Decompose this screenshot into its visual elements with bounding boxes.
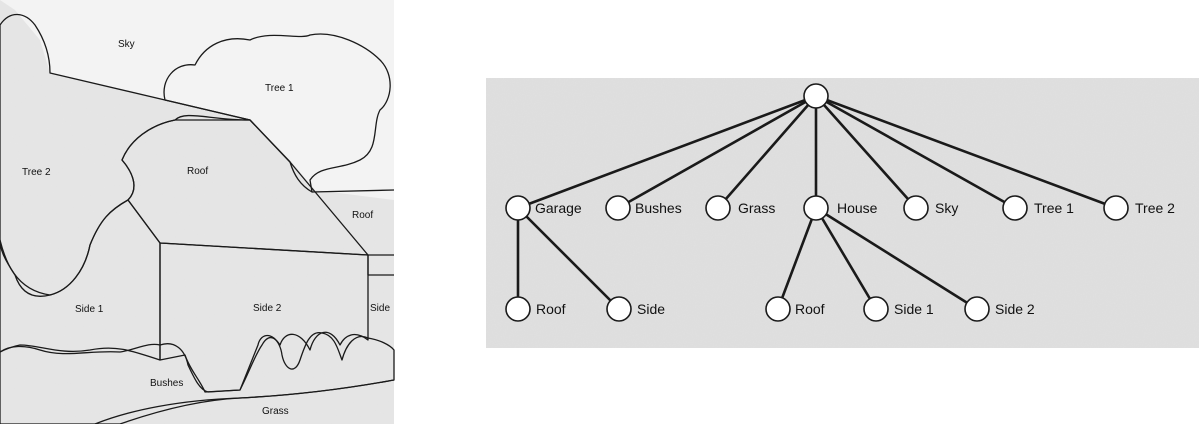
tree1-outline bbox=[163, 33, 391, 193]
sky-region bbox=[0, 0, 394, 200]
region-label-side-right: Side bbox=[370, 303, 390, 314]
tree-node-grass bbox=[705, 195, 731, 221]
roof-main-outline bbox=[121, 119, 369, 256]
edge-house-side1 bbox=[814, 206, 878, 311]
tree-label-house: House bbox=[837, 200, 878, 216]
tree-edges bbox=[516, 94, 1118, 311]
tree-panel: Garage Bushes Grass House Sky Tree 1 Tre… bbox=[486, 78, 1199, 348]
tree-node-house-roof bbox=[765, 296, 791, 322]
region-label-tree2: Tree 2 bbox=[22, 167, 51, 178]
tree-node-root bbox=[803, 83, 829, 109]
tree-node-house-side1 bbox=[863, 296, 889, 322]
region-label-roof-right: Roof bbox=[352, 210, 373, 221]
tree-label-bushes: Bushes bbox=[635, 200, 682, 216]
tree-label-house-side1: Side 1 bbox=[894, 301, 934, 317]
tree-node-tree2 bbox=[1103, 195, 1129, 221]
tree-label-garage: Garage bbox=[535, 200, 582, 216]
edge-house-roof bbox=[776, 206, 818, 311]
tree-paper-texture bbox=[486, 78, 1199, 348]
region-label-tree1: Tree 1 bbox=[265, 83, 294, 94]
tree-node-house-side2 bbox=[964, 296, 990, 322]
region-label-bushes: Bushes bbox=[150, 378, 183, 389]
region-label-side1: Side 1 bbox=[75, 304, 104, 315]
region-label-sky: Sky bbox=[118, 39, 135, 50]
tree-node-tree1 bbox=[1002, 195, 1028, 221]
tree-label-garage-roof: Roof bbox=[536, 301, 566, 317]
side2-outline bbox=[159, 242, 369, 393]
tree-node-garage-roof bbox=[505, 296, 531, 322]
edge-root-garage bbox=[516, 94, 818, 210]
edge-house-side2 bbox=[814, 206, 979, 311]
tree-label-tree1: Tree 1 bbox=[1034, 200, 1074, 216]
tree-node-bushes bbox=[605, 195, 631, 221]
region-label-roof-main: Roof bbox=[187, 166, 208, 177]
tree-node-sky bbox=[903, 195, 929, 221]
tree-label-sky: Sky bbox=[935, 200, 958, 216]
edge-root-sky bbox=[814, 94, 918, 210]
edge-root-tree1 bbox=[814, 94, 1017, 210]
tree-node-house bbox=[803, 195, 829, 221]
roof-right-outline bbox=[311, 189, 395, 256]
tree-node-garage-side bbox=[606, 296, 632, 322]
grass-outline bbox=[94, 379, 395, 424]
region-label-grass: Grass bbox=[262, 406, 289, 417]
tree-node-garage bbox=[505, 195, 531, 221]
tree-label-tree2: Tree 2 bbox=[1135, 200, 1175, 216]
edge-root-grass bbox=[716, 94, 818, 210]
tree-label-house-roof: Roof bbox=[795, 301, 825, 317]
edge-root-tree2 bbox=[814, 94, 1118, 210]
tree-label-garage-side: Side bbox=[637, 301, 665, 317]
tree-label-grass: Grass bbox=[738, 200, 775, 216]
edge-root-bushes bbox=[616, 94, 818, 210]
tree-label-house-side2: Side 2 bbox=[995, 301, 1035, 317]
side-right-outline bbox=[367, 255, 394, 276]
scene-panel: Sky Tree 1 Tree 2 Roof Roof Side 1 Side … bbox=[0, 0, 395, 424]
edge-garage-side bbox=[516, 206, 621, 311]
region-label-side2: Side 2 bbox=[253, 303, 282, 314]
